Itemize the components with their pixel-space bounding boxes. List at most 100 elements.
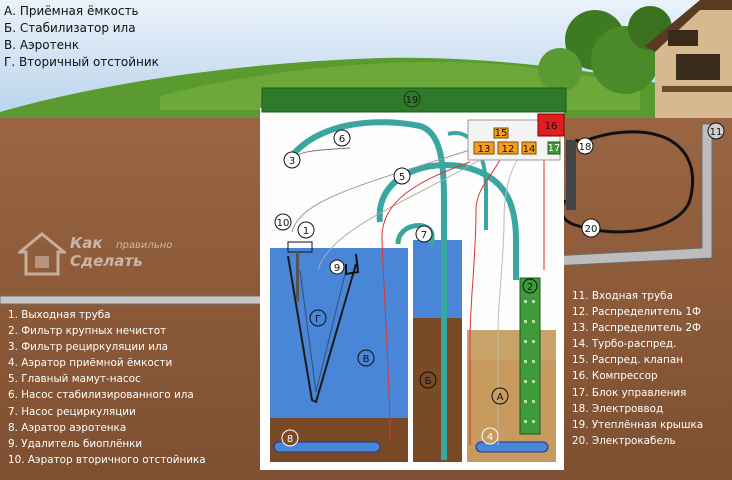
marker-15: 15 <box>495 128 508 139</box>
svg-text:Б: Б <box>425 376 432 387</box>
legend-right-item: 13. Распределитель 2Ф <box>572 322 701 335</box>
chamber-label-a: А <box>491 387 509 405</box>
svg-text:8: 8 <box>287 434 293 445</box>
marker-11: 11 <box>707 122 725 140</box>
aerator-10-box <box>287 241 313 253</box>
distributor-13 <box>473 141 495 155</box>
svg-text:20: 20 <box>585 224 598 235</box>
svg-text:Г: Г <box>315 314 321 325</box>
chamber-label-b: Б <box>419 371 437 389</box>
svg-text:9: 9 <box>334 263 340 274</box>
svg-text:5: 5 <box>399 172 405 183</box>
legend-right-item: 20. Электрокабель <box>572 434 676 447</box>
legend-right-item: 14. Турбо-распред. <box>572 338 677 351</box>
legend-top-item: Г. Вторичный отстойник <box>4 55 159 69</box>
legend-right-item: 17. Блок управления <box>572 386 687 399</box>
biofilm-remover <box>345 253 360 276</box>
coarse-filter-holes <box>524 300 535 423</box>
chamber-labels: Г В Б А <box>309 309 509 405</box>
watermark-line2: правильно <box>116 240 173 251</box>
svg-text:3: 3 <box>289 156 295 167</box>
legend-left-item: 3. Фильтр рециркуляции ила <box>8 341 168 354</box>
valve-15 <box>493 127 509 139</box>
marker-18: 18 <box>576 137 594 155</box>
legend-left: 1. Выходная труба 2. Фильтр крупных нечи… <box>8 307 206 468</box>
legend-top-item: Б. Стабилизатор ила <box>4 21 136 35</box>
electric-cable <box>560 130 695 234</box>
partition-1 <box>408 232 413 464</box>
marker-5: 5 <box>393 167 411 185</box>
svg-text:2: 2 <box>527 282 533 293</box>
marker-1: 1 <box>297 221 315 239</box>
legend-right-item: 15. Распред. клапан <box>572 354 683 367</box>
svg-text:1: 1 <box>303 226 309 237</box>
svg-text:10: 10 <box>277 218 290 229</box>
house <box>645 0 732 118</box>
watermark-line3: Сделать <box>70 252 143 270</box>
legend-right-item: 12. Распределитель 1Ф <box>572 306 701 319</box>
house-logo-icon <box>18 232 66 276</box>
svg-text:18: 18 <box>579 142 592 153</box>
settling-cone <box>287 255 357 404</box>
legend-left-item: 9. Удалитель биоплёнки <box>8 437 143 450</box>
svg-text:11: 11 <box>710 127 723 138</box>
legend-right-item: 11. Входная труба <box>572 290 673 302</box>
marker-20: 20 <box>581 218 601 238</box>
turbo-14 <box>521 141 537 155</box>
marker-9: 9 <box>329 259 345 275</box>
marker-16: 16 <box>545 121 558 132</box>
compressor-16 <box>537 113 565 137</box>
chamber-a-water <box>466 330 556 360</box>
legend-left-item: 5. Главный мамут-насос <box>8 373 141 386</box>
legend-left-item: 8. Аэратор аэротенка <box>8 421 127 434</box>
svg-text:4: 4 <box>487 432 493 443</box>
chamber-label-g: Г <box>309 309 327 327</box>
marker-4: 4 <box>481 427 499 445</box>
marker-3: 3 <box>283 151 301 169</box>
svg-text:7: 7 <box>421 230 427 241</box>
legend-right-item: 18. Электроввод <box>572 402 664 415</box>
svg-text:6: 6 <box>339 134 345 145</box>
svg-text:19: 19 <box>406 95 419 106</box>
settling-cone-inner <box>299 269 347 393</box>
marker-12: 12 <box>502 144 515 155</box>
legend-left-item: 7. Насос рециркуляции <box>8 405 136 418</box>
svg-text:А: А <box>497 392 504 403</box>
legend-left-item: 4. Аэратор приёмной ёмкости <box>8 357 173 370</box>
chamber-b <box>412 318 462 462</box>
aerator-4 <box>475 441 549 453</box>
legend-top-item: В. Аэротенк <box>4 38 80 52</box>
marker-2: 2 <box>522 278 538 294</box>
legend-right-item: 16. Компрессор <box>572 370 658 383</box>
tank-floor <box>262 462 562 468</box>
marker-7: 7 <box>415 225 433 243</box>
legend-left-item: 1. Выходная труба <box>8 309 111 321</box>
legend-left-item: 2. Фильтр крупных нечистот <box>8 325 167 338</box>
aerator-8 <box>273 441 381 453</box>
marker-8: 8 <box>281 429 299 447</box>
legend-top-item: А. Приёмная ёмкость <box>4 4 139 18</box>
markers: 19 6 3 5 10 1 7 9 2 8 4 11 18 20 16 13 1… <box>274 90 725 447</box>
block-17 <box>547 141 561 155</box>
svg-text:В: В <box>363 354 370 365</box>
marker-13: 13 <box>478 144 491 155</box>
legend-left-item: 10. Аэратор вторичного отстойника <box>8 453 206 466</box>
pipe-6 <box>287 119 447 460</box>
legend-right: 11. Входная труба 12. Распределитель 1Ф … <box>572 288 703 449</box>
watermark-line1: Как <box>70 234 103 252</box>
legend-top: А. Приёмная ёмкость Б. Стабилизатор ила … <box>4 3 159 71</box>
chamber-label-v: В <box>357 349 375 367</box>
recirc-filter-bar <box>296 252 299 302</box>
trees <box>538 6 672 94</box>
marker-14: 14 <box>523 144 536 155</box>
marker-6: 6 <box>333 129 351 147</box>
electro-input <box>566 140 576 210</box>
legend-left-item: 6. Насос стабилизированного ила <box>8 389 194 402</box>
partition-2 <box>462 232 467 464</box>
distributor-12 <box>497 141 519 155</box>
air-lines <box>289 147 545 445</box>
legend-right-item: 19. Утеплённая крышка <box>572 418 704 431</box>
marker-10: 10 <box>274 213 292 231</box>
